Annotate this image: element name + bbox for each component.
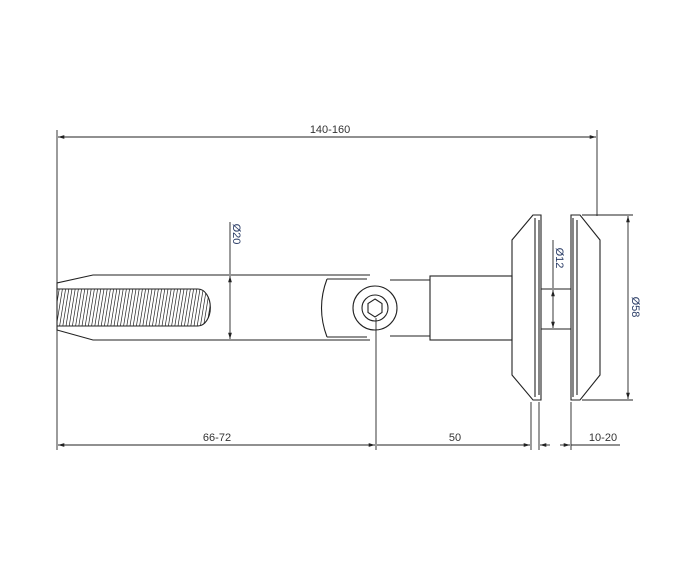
hatch-line xyxy=(139,289,146,326)
disc-diameter-dimension: Ø58 xyxy=(582,214,641,401)
hatch-line xyxy=(107,289,114,326)
connector-pin xyxy=(541,288,571,330)
hatch-line xyxy=(155,289,162,326)
glass-thickness-label: 10-20 xyxy=(589,432,617,444)
thread-hatching xyxy=(50,289,226,326)
hatch-line xyxy=(50,289,56,326)
outer-disc xyxy=(570,214,601,401)
hatch-line xyxy=(132,289,140,326)
hatch-line xyxy=(148,289,156,326)
hatch-line xyxy=(213,289,219,326)
connector-diameter-label: Ø12 xyxy=(553,248,565,269)
rod-diameter-label: Ø20 xyxy=(230,224,242,245)
hatch-line xyxy=(91,289,98,326)
hatch-line xyxy=(177,289,185,326)
hatch-line xyxy=(57,289,60,326)
hatch-line xyxy=(180,289,188,326)
hatch-line xyxy=(161,289,169,326)
hatch-line xyxy=(81,289,89,326)
hatch-line xyxy=(209,289,211,326)
hatch-line xyxy=(193,289,201,326)
disc-diameter-label: Ø58 xyxy=(629,297,641,318)
hatch-line xyxy=(145,289,153,326)
hatch-line xyxy=(72,289,79,326)
hatch-line xyxy=(220,289,226,326)
hatch-line xyxy=(68,289,76,326)
hatch-line xyxy=(164,289,172,326)
hatch-line xyxy=(65,289,73,326)
hex-socket-icon xyxy=(367,298,383,318)
connector-diameter-dimension: Ø12 xyxy=(551,240,565,328)
hatch-line xyxy=(84,289,92,326)
body-length-label: 50 xyxy=(449,432,461,444)
hatch-line xyxy=(57,289,63,326)
hatch-line xyxy=(123,289,130,326)
hatch-line xyxy=(200,289,207,326)
hatch-line xyxy=(158,289,166,326)
hatch-line xyxy=(129,289,137,326)
rod-diameter-dimension: Ø20 xyxy=(228,222,242,339)
hatch-line xyxy=(62,289,70,326)
hatch-line xyxy=(59,289,66,326)
body-cylinder xyxy=(429,275,513,341)
hatch-line xyxy=(184,289,191,326)
hatch-line xyxy=(75,289,82,326)
inner-disc xyxy=(511,214,542,401)
hatch-line xyxy=(136,289,143,326)
hatch-line xyxy=(100,289,108,326)
hatch-line xyxy=(216,289,222,326)
hatch-line xyxy=(174,289,182,326)
hatch-line xyxy=(171,289,178,326)
hatch-line xyxy=(152,289,159,326)
overall-length-label: 140-160 xyxy=(310,124,350,136)
hatch-line xyxy=(126,289,134,326)
hatch-line xyxy=(110,289,118,326)
hatch-line xyxy=(94,289,102,326)
hatch-line xyxy=(120,289,127,326)
threaded-rod xyxy=(50,274,370,341)
hatch-line xyxy=(187,289,194,326)
overall-length-dimension: 140-160 xyxy=(56,124,598,450)
hatch-line xyxy=(116,289,124,326)
rod-length-label: 66-72 xyxy=(203,432,231,444)
hatch-line xyxy=(78,289,86,326)
hatch-line xyxy=(196,289,204,326)
bottom-dimensions: 66-72 50 10-20 xyxy=(58,318,620,450)
hatch-line xyxy=(104,289,111,326)
hatch-line xyxy=(88,289,95,326)
knuckle-joint xyxy=(320,278,430,338)
hatch-line xyxy=(190,289,198,326)
hatch-line xyxy=(142,289,150,326)
hatch-line xyxy=(97,289,105,326)
hatch-line xyxy=(113,289,121,326)
hatch-line xyxy=(168,289,175,326)
